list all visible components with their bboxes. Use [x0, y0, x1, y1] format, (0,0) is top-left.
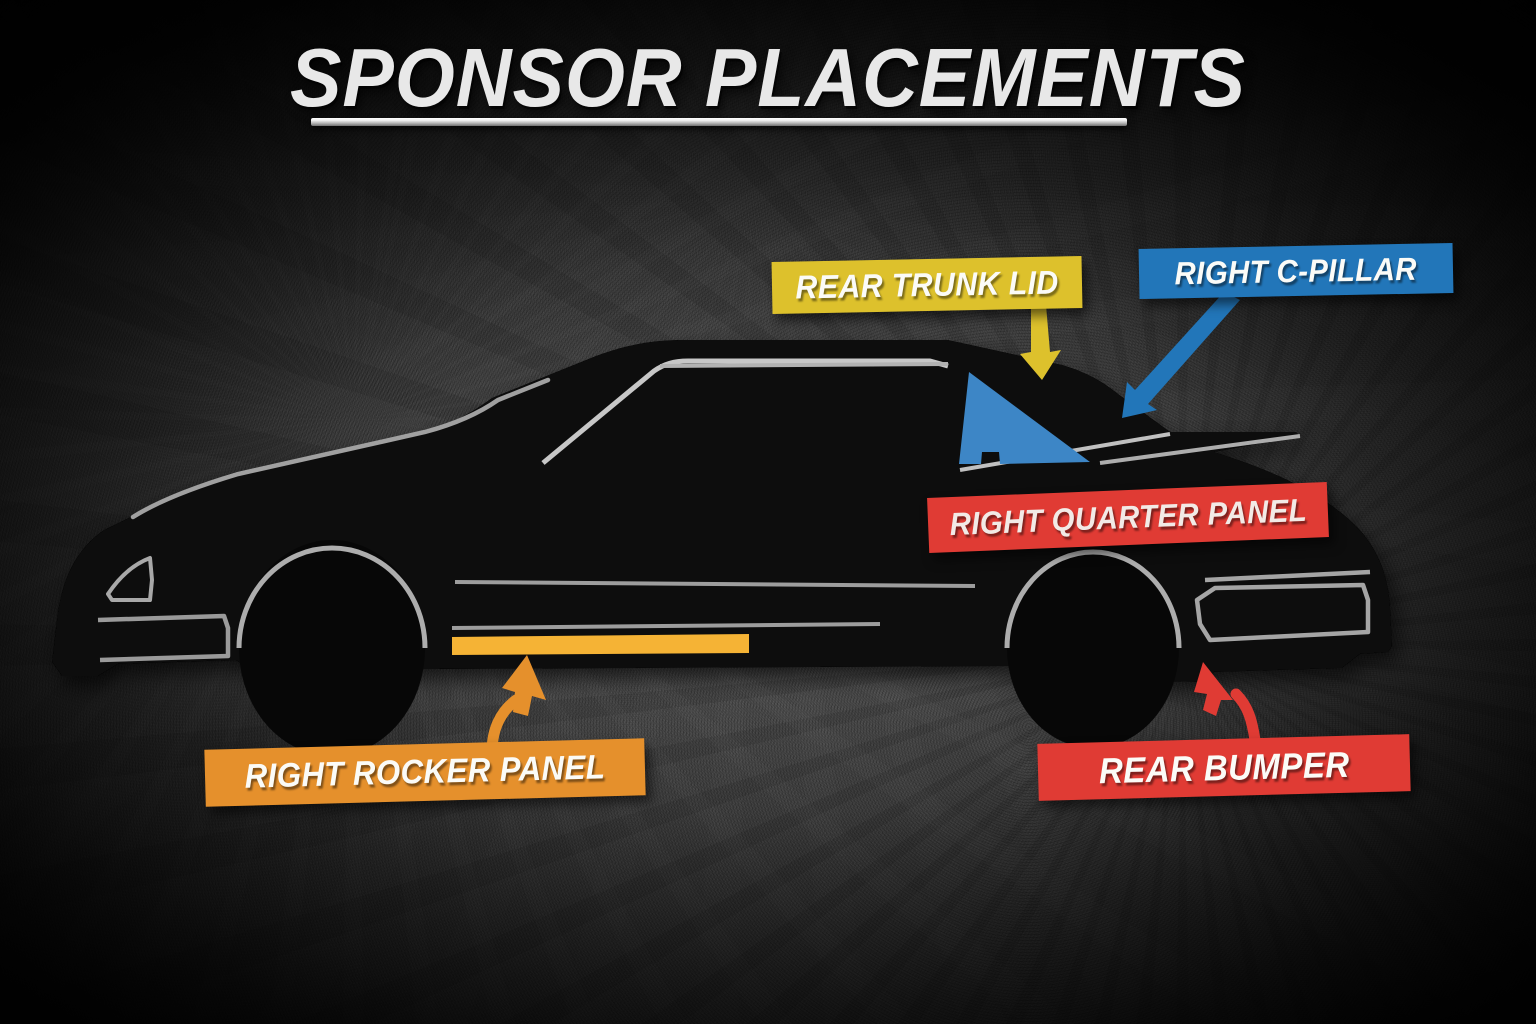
rear-bumper-outline	[1204, 569, 1371, 583]
callout-rear-trunk-lid-label: REAR TRUNK LID	[795, 263, 1059, 306]
headlight	[106, 556, 154, 602]
callout-rear-bumper[interactable]: REAR BUMPER	[1037, 734, 1411, 801]
page-title: SPONSOR PLACEMENTS	[0, 36, 1536, 119]
rear-bumper-panel	[1194, 582, 1371, 643]
callout-rear-bumper-label: REAR BUMPER	[1098, 743, 1350, 791]
callout-right-quarter-panel-label: RIGHT QUARTER PANEL	[948, 491, 1308, 543]
rear-wheel	[1007, 548, 1179, 748]
window-outline	[541, 358, 949, 465]
rear-wheel-arch	[1004, 549, 1182, 649]
body-crease-front	[454, 580, 976, 588]
deck-seam	[1099, 434, 1301, 465]
callout-right-rocker-panel[interactable]: RIGHT ROCKER PANEL	[204, 738, 646, 807]
front-wheel-arch	[236, 545, 428, 649]
hood-line	[130, 377, 551, 520]
roof-trim-line	[659, 362, 949, 368]
callout-right-c-pillar-label: RIGHT C-PILLAR	[1174, 250, 1418, 291]
front-bumper-line	[97, 613, 231, 663]
callout-right-c-pillar[interactable]: RIGHT C-PILLAR	[1138, 242, 1454, 300]
front-wheel	[239, 540, 425, 756]
body-crease-lower	[451, 622, 881, 630]
callout-rear-trunk-lid[interactable]: REAR TRUNK LID	[771, 256, 1083, 314]
page-title-text: SPONSOR PLACEMENTS	[289, 31, 1246, 124]
title-underline-rule	[311, 118, 1127, 126]
callout-right-rocker-panel-label: RIGHT ROCKER PANEL	[244, 748, 606, 796]
